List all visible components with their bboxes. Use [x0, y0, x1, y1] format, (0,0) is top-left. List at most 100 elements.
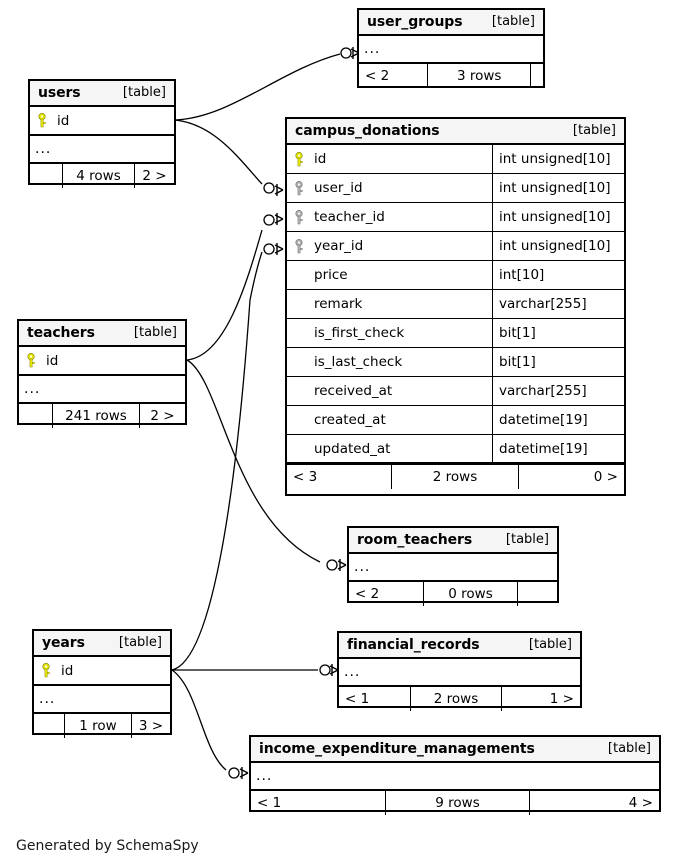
- table-footer: < 2 3 rows: [359, 63, 543, 88]
- table-name: user_groups: [367, 13, 463, 30]
- columns-collapsed-indicator[interactable]: ...: [349, 554, 557, 581]
- column-name-cell: price: [287, 261, 492, 289]
- footer-row-count: 241 rows: [52, 404, 139, 428]
- table-header: years [table]: [34, 631, 170, 657]
- no-key-spacer: [294, 384, 307, 399]
- table-name: income_expenditure_managements: [259, 740, 535, 757]
- column-name-cell: received_at: [287, 377, 492, 405]
- primary-key-icon: [294, 151, 307, 167]
- table-footer: < 1 2 rows 1 >: [339, 686, 580, 711]
- column-row[interactable]: id: [30, 107, 174, 136]
- footer-parents-count[interactable]: < 3: [293, 469, 318, 485]
- column-row[interactable]: id: [19, 347, 185, 376]
- table-header: financial_records [table]: [339, 633, 580, 659]
- columns-collapsed-indicator[interactable]: ...: [34, 686, 170, 713]
- footer-children-count[interactable]: [517, 582, 557, 606]
- column-row[interactable]: id int unsigned[10]: [287, 145, 624, 174]
- footer-children-count[interactable]: 3 >: [131, 714, 170, 738]
- edge-crowsfoot: [274, 184, 284, 196]
- column-row[interactable]: user_id int unsigned[10]: [287, 174, 624, 203]
- footer-children-count[interactable]: 0 >: [518, 465, 624, 489]
- footer-children-count[interactable]: 4 >: [529, 791, 659, 815]
- table-name: room_teachers: [357, 531, 473, 548]
- footer-parents-count[interactable]: < 2: [365, 68, 390, 84]
- columns-collapsed-indicator[interactable]: ...: [339, 659, 580, 686]
- footer-children-count[interactable]: 1 >: [501, 687, 580, 711]
- footer-children-count[interactable]: 2 >: [139, 404, 185, 428]
- edge-crowsfoot: [337, 559, 347, 571]
- columns-collapsed-indicator[interactable]: ...: [19, 376, 185, 403]
- column-label: received_at: [314, 383, 393, 399]
- edge-endpoint-circle: [263, 182, 275, 194]
- column-name-cell: year_id: [287, 232, 492, 260]
- table-footer: < 2 0 rows: [349, 581, 557, 606]
- footer-row-count: 1 row: [64, 714, 131, 738]
- column-row[interactable]: created_at datetime[19]: [287, 406, 624, 435]
- column-label: is_first_check: [314, 325, 405, 341]
- footer-parents-count[interactable]: < 1: [257, 795, 282, 811]
- table-name: users: [38, 84, 81, 101]
- column-row[interactable]: price int[10]: [287, 261, 624, 290]
- edge-endpoint-circle: [263, 214, 275, 226]
- table-room_teachers[interactable]: room_teachers [table] ... < 2 0 rows: [347, 526, 559, 606]
- table-footer: 1 row 3 >: [34, 713, 170, 738]
- column-name-cell: updated_at: [287, 435, 492, 462]
- column-label: remark: [314, 296, 363, 312]
- column-name-cell: is_last_check: [287, 348, 492, 376]
- column-name-cell: teacher_id: [287, 203, 492, 231]
- footer-parents-count[interactable]: [34, 714, 64, 738]
- column-row[interactable]: is_last_check bit[1]: [287, 348, 624, 377]
- table-campus_donations[interactable]: campus_donations [table] id int unsigned…: [285, 117, 626, 496]
- table-income_expenditure_managements[interactable]: income_expenditure_managements [table] .…: [249, 735, 661, 815]
- table-type-tag: [table]: [528, 637, 572, 652]
- column-name-cell: remark: [287, 290, 492, 318]
- generator-credit: Generated by SchemaSpy: [16, 838, 199, 854]
- column-name-cell: id: [19, 347, 185, 374]
- column-label: id: [57, 112, 70, 129]
- table-financial_records[interactable]: financial_records [table] ... < 1 2 rows…: [337, 631, 582, 711]
- edge-endpoint-circle: [340, 47, 352, 59]
- footer-children-count[interactable]: 2 >: [134, 164, 174, 188]
- no-key-spacer: [294, 355, 307, 370]
- table-years[interactable]: years [table] id ... 1 row 3 >: [32, 629, 172, 738]
- column-row[interactable]: remark varchar[255]: [287, 290, 624, 319]
- column-row[interactable]: id: [34, 657, 170, 686]
- column-row[interactable]: is_first_check bit[1]: [287, 319, 624, 348]
- column-label: updated_at: [314, 440, 391, 457]
- column-label: is_last_check: [314, 354, 403, 370]
- foreign-key-icon: [294, 209, 307, 225]
- columns-collapsed-indicator[interactable]: ...: [251, 763, 659, 790]
- table-users[interactable]: users [table] id ... 4 rows 2 >: [28, 79, 176, 188]
- column-row[interactable]: year_id int unsigned[10]: [287, 232, 624, 261]
- table-footer: 4 rows 2 >: [30, 163, 174, 188]
- column-row[interactable]: received_at varchar[255]: [287, 377, 624, 406]
- footer-row-count: 2 rows: [391, 465, 518, 489]
- columns-collapsed-indicator[interactable]: ...: [359, 36, 543, 63]
- column-label: price: [314, 267, 348, 283]
- edge-crowsfoot: [274, 243, 284, 255]
- table-teachers[interactable]: teachers [table] id ... 241 rows 2 >: [17, 319, 187, 428]
- no-key-spacer: [294, 268, 307, 283]
- table-type-tag: [table]: [607, 741, 651, 756]
- column-row[interactable]: updated_at datetime[19]: [287, 435, 624, 464]
- column-type-cell: datetime[19]: [492, 406, 624, 434]
- footer-parents-count[interactable]: < 1: [345, 691, 370, 707]
- footer-parents-count[interactable]: [19, 404, 52, 428]
- no-key-spacer: [294, 326, 307, 341]
- footer-children-count[interactable]: [530, 64, 543, 88]
- footer-parents-count[interactable]: [30, 164, 62, 188]
- column-type-cell: int unsigned[10]: [492, 174, 624, 202]
- table-footer: 241 rows 2 >: [19, 403, 185, 428]
- edge-users-campus_donations: [174, 119, 263, 185]
- table-user_groups[interactable]: user_groups [table] ... < 2 3 rows: [357, 8, 545, 88]
- column-label: year_id: [314, 238, 364, 254]
- edge-endpoint-circle: [263, 243, 275, 255]
- columns-collapsed-indicator[interactable]: ...: [30, 136, 174, 163]
- table-header: user_groups [table]: [359, 10, 543, 36]
- column-name-cell: is_first_check: [287, 319, 492, 347]
- column-row[interactable]: teacher_id int unsigned[10]: [287, 203, 624, 232]
- footer-parents-count[interactable]: < 2: [355, 586, 380, 602]
- column-type-cell: datetime[19]: [492, 435, 624, 462]
- column-label: teacher_id: [314, 209, 385, 225]
